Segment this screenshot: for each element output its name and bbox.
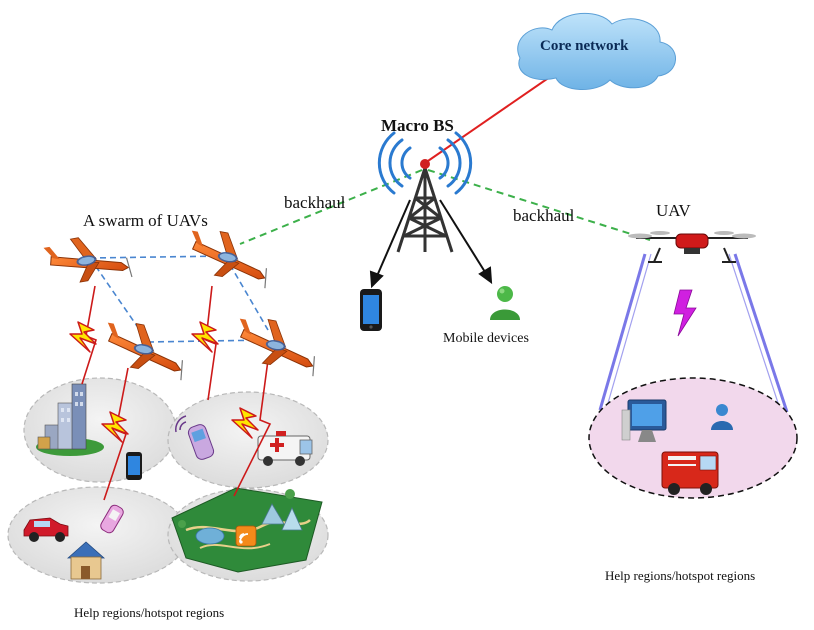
macro-bs-label: Macro BS — [381, 116, 454, 135]
airplane-icon — [42, 229, 133, 292]
backhaul-label-right: backhaul — [513, 206, 575, 225]
smartphone-icon — [360, 289, 382, 331]
airplane-icon — [231, 314, 322, 377]
drone-icon — [628, 231, 756, 263]
backhaul-label-left: backhaul — [284, 193, 346, 212]
backhaul-link-left — [239, 169, 423, 245]
help-regions-label-left: Help regions/hotspot regions — [74, 605, 225, 620]
mobile-phone-icon — [175, 415, 215, 460]
house-icon — [66, 541, 106, 580]
car-icon — [23, 517, 69, 542]
core-network-cloud — [517, 12, 676, 91]
mobile-devices-label: Mobile devices — [443, 331, 529, 346]
hotspot-region-residential — [7, 486, 189, 584]
hotspot-region-park — [167, 487, 329, 582]
hotspot-region-uav — [588, 377, 798, 499]
uav-label: UAV — [656, 201, 691, 220]
downlink-arrows — [369, 199, 493, 289]
macro-bs-tower-icon — [377, 131, 473, 253]
user-icon — [711, 404, 733, 430]
mobile-phone-icon — [100, 504, 124, 534]
help-regions-label-right: Help regions/hotspot regions — [605, 568, 756, 583]
backhaul-link-right — [427, 169, 651, 241]
user-icon — [490, 286, 520, 320]
firetruck-icon — [661, 451, 719, 495]
park-map-icon — [171, 487, 323, 573]
city-icon — [36, 383, 104, 456]
hotspot-region-emergency — [167, 391, 329, 489]
core-network-label: Core network — [540, 38, 629, 54]
smartphone-icon — [126, 452, 142, 480]
computer-icon — [621, 399, 667, 442]
airplane-icon — [183, 226, 274, 289]
airplane-icon — [99, 318, 190, 381]
hotspot-region-city — [23, 377, 177, 483]
core-link — [424, 69, 561, 164]
uav-swarm-label: A swarm of UAVs — [83, 211, 208, 230]
ambulance-icon — [257, 431, 313, 466]
swarm-uav-airplane-icons — [42, 226, 322, 381]
uav-coverage-beam — [598, 253, 789, 413]
uav-lightning-icon — [673, 289, 697, 337]
